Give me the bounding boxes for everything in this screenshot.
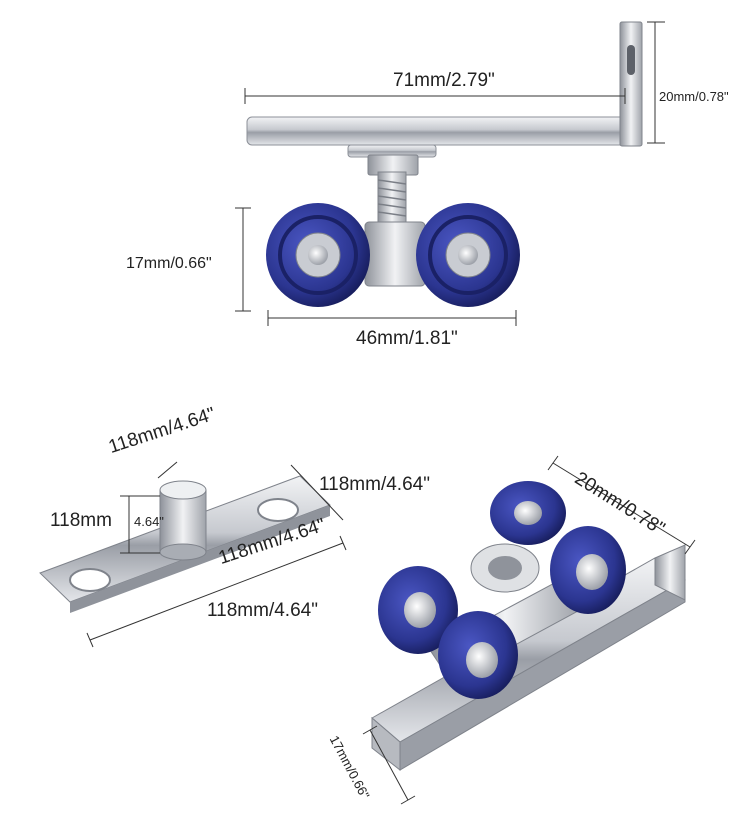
- wheel-left: [266, 203, 370, 307]
- wheel-span-label: 46mm/1.81": [356, 328, 458, 349]
- wheel-height-label: 17mm/0.66": [126, 255, 212, 272]
- top-roller-assembly: [246, 21, 643, 307]
- top-dimension-lines: [235, 21, 665, 326]
- plate-width-label: 118mm/4.64": [319, 474, 430, 495]
- mount-hole-left: [69, 568, 111, 592]
- mount-hole-right: [257, 498, 299, 522]
- bracket-slot: [627, 45, 635, 75]
- carriage-dimension-lines: [362, 455, 696, 805]
- carriage-wheel-back-left: [490, 481, 566, 545]
- carriage-track-assembly: [371, 481, 686, 772]
- l-bracket: [619, 21, 643, 147]
- carriage-wheel-front-left: [378, 566, 458, 654]
- bracket-height-label: 20mm/0.78": [659, 89, 729, 104]
- pivot-dimension-lines: [86, 461, 347, 648]
- pin-height-label-b: 4.64": [134, 514, 164, 529]
- pin-height-label-a: 118mm: [50, 510, 112, 531]
- wheel-right: [416, 203, 520, 307]
- plate-length-label: 118mm/4.64": [207, 600, 318, 621]
- rod-length-label: 71mm/2.79": [393, 70, 495, 91]
- carriage-wheel-back-right: [550, 526, 626, 614]
- pivot-plate-assembly: [39, 475, 331, 613]
- end-bracket: [654, 544, 686, 601]
- carriage-wheel-front-right: [438, 611, 518, 699]
- guide-rod: [246, 116, 636, 146]
- carriage-body: [364, 221, 426, 287]
